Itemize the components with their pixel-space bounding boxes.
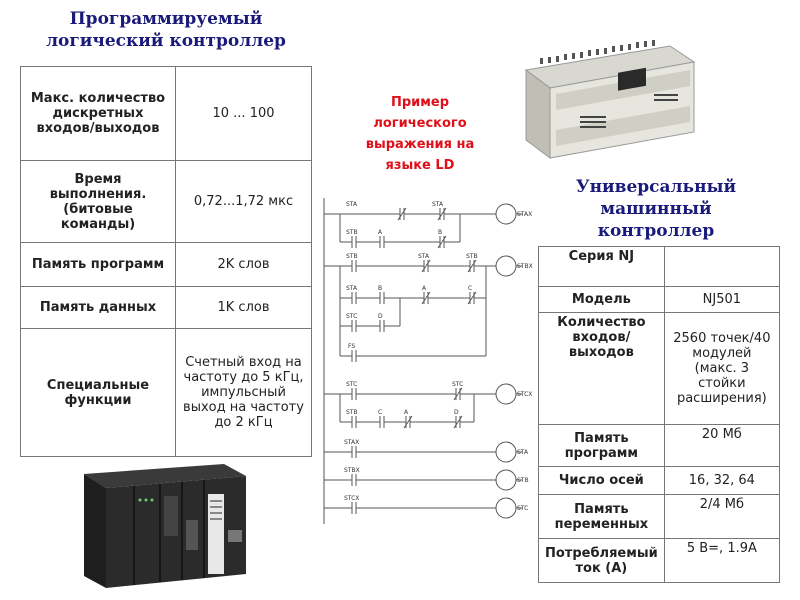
- umc-title-line3: контроллер: [597, 221, 715, 241]
- ld-label-d-1: D: [378, 313, 383, 320]
- umc-title: Универсальный машинный контроллер: [548, 176, 764, 242]
- umc-val-var-memory: 2/4 Мб: [663, 494, 781, 539]
- ld-label-stb-2: STB: [346, 253, 358, 260]
- umc-val-program-memory: 20 Мб: [663, 424, 781, 467]
- ld-label-fs: FS: [348, 343, 355, 350]
- table-row: Специальные функции Счетный вход на част…: [20, 328, 312, 457]
- umc-val-model: NJ501: [663, 286, 781, 313]
- plc-photo: [524, 40, 696, 159]
- umc-title-line1: Универсальный: [575, 177, 737, 197]
- ld-caption-line3: выражения на: [365, 137, 475, 152]
- table-row: Количество входов/выходов 2560 точек/40 …: [538, 312, 781, 425]
- ld-label-sta: STA: [346, 201, 358, 208]
- table-row: Память программ 2K слов: [20, 242, 312, 287]
- table-row: Память данных 1K слов: [20, 286, 312, 329]
- table-row: Серия NJ: [538, 246, 781, 287]
- ld-label-stcx-coil: STCX: [517, 391, 532, 398]
- plc-val-exec-time: 0,72...1,72 мкс: [175, 160, 312, 243]
- table-row: Память программ 20 Мб: [538, 424, 781, 467]
- ld-label-sta-nc-2: STA: [418, 253, 430, 260]
- umc-key-axes: Число осей: [538, 466, 665, 495]
- plc-val-io: 10 ... 100: [175, 66, 312, 161]
- ld-label-stc-coil: STC: [517, 505, 528, 512]
- umc-spec-table: Серия NJ Модель NJ501 Количество входов/…: [538, 246, 781, 583]
- plc-title-line1: Программируемый: [69, 9, 263, 29]
- table-row: Память переменных 2/4 Мб: [538, 494, 781, 539]
- table-row: Время выполнения. (битовые команды) 0,72…: [20, 160, 312, 243]
- umc-key-program-memory: Память программ: [538, 424, 665, 467]
- ld-label-c-1: C: [378, 409, 382, 416]
- ld-label-stb-1: STB: [346, 229, 358, 236]
- ld-diagram: STA STA STAX STB A B STB STA STB STBX ST…: [323, 198, 533, 524]
- ld-label-a-nc-2: A: [404, 409, 409, 416]
- ld-label-c-nc: C: [468, 285, 472, 292]
- ld-label-a-nc: A: [422, 285, 427, 292]
- plc-val-program-memory: 2K слов: [175, 242, 312, 287]
- umc-val-current: 5 В=, 1.9А: [663, 538, 781, 583]
- plc-val-data-memory: 1K слов: [175, 286, 312, 329]
- umc-key-model: Модель: [538, 286, 665, 313]
- table-row: Макс. количество дискретных входов/выход…: [20, 66, 312, 161]
- ld-caption-line1: Пример: [390, 95, 450, 110]
- ld-label-stb-coil: STB: [517, 477, 529, 484]
- umc-val-axes: 16, 32, 64: [663, 466, 781, 495]
- table-row: Потребляемый ток (А) 5 В=, 1.9А: [538, 538, 781, 583]
- umc-key-io: Количество входов/выходов: [538, 312, 665, 425]
- umc-title-line2: машинный: [600, 199, 712, 219]
- table-row: Модель NJ501: [538, 286, 781, 313]
- plc-key-io: Макс. количество дискретных входов/выход…: [20, 66, 176, 161]
- ld-label-a-1: A: [378, 229, 383, 236]
- ld-label-stc-1: STC: [346, 313, 357, 320]
- ld-label-stb-nc: STB: [466, 253, 478, 260]
- plc-spec-table: Макс. количество дискретных входов/выход…: [20, 66, 312, 457]
- plc-key-exec-time: Время выполнения. (битовые команды): [20, 160, 176, 243]
- umc-key-series: Серия NJ: [538, 246, 665, 287]
- nj-controller-photo: [84, 464, 246, 588]
- umc-val-io: 2560 точек/40 модулей (макс. 3 стойки ра…: [663, 312, 781, 425]
- ld-label-sta-2: STA: [346, 285, 358, 292]
- plc-val-special: Счетный вход на частоту до 5 кГц, импуль…: [175, 328, 312, 457]
- plc-key-data-memory: Память данных: [20, 286, 176, 329]
- plc-key-program-memory: Память программ: [20, 242, 176, 287]
- ld-label-stc-nc: STC: [452, 381, 463, 388]
- ld-label-stax: STAX: [344, 439, 359, 446]
- plc-title: Программируемый логический контроллер: [20, 8, 312, 52]
- umc-key-current: Потребляемый ток (А): [538, 538, 665, 583]
- umc-key-var-memory: Память переменных: [538, 494, 665, 539]
- ld-label-stbx: STBX: [344, 467, 360, 474]
- ld-caption-line2: логического: [373, 116, 467, 131]
- ld-label-stc-2: STC: [346, 381, 357, 388]
- plc-title-line2: логический контроллер: [46, 31, 286, 51]
- ld-label-stcx: STCX: [344, 495, 359, 502]
- ld-label-stb-3: STB: [346, 409, 358, 416]
- ld-label-b-1: B: [438, 229, 442, 236]
- ld-label-sta-nc: STA: [432, 201, 444, 208]
- ld-caption: Пример логического выражения на языке LD: [350, 92, 490, 176]
- ld-label-b-2: B: [378, 285, 382, 292]
- ld-label-stax-coil: STAX: [517, 211, 532, 218]
- table-row: Число осей 16, 32, 64: [538, 466, 781, 495]
- ld-caption-line4: языке LD: [385, 158, 455, 173]
- ld-label-stbx-coil: STBX: [517, 263, 533, 270]
- ld-label-sta-coil: STA: [517, 449, 529, 456]
- umc-val-series: [663, 246, 781, 287]
- plc-key-special: Специальные функции: [20, 328, 176, 457]
- ld-label-d-nc: D: [454, 409, 459, 416]
